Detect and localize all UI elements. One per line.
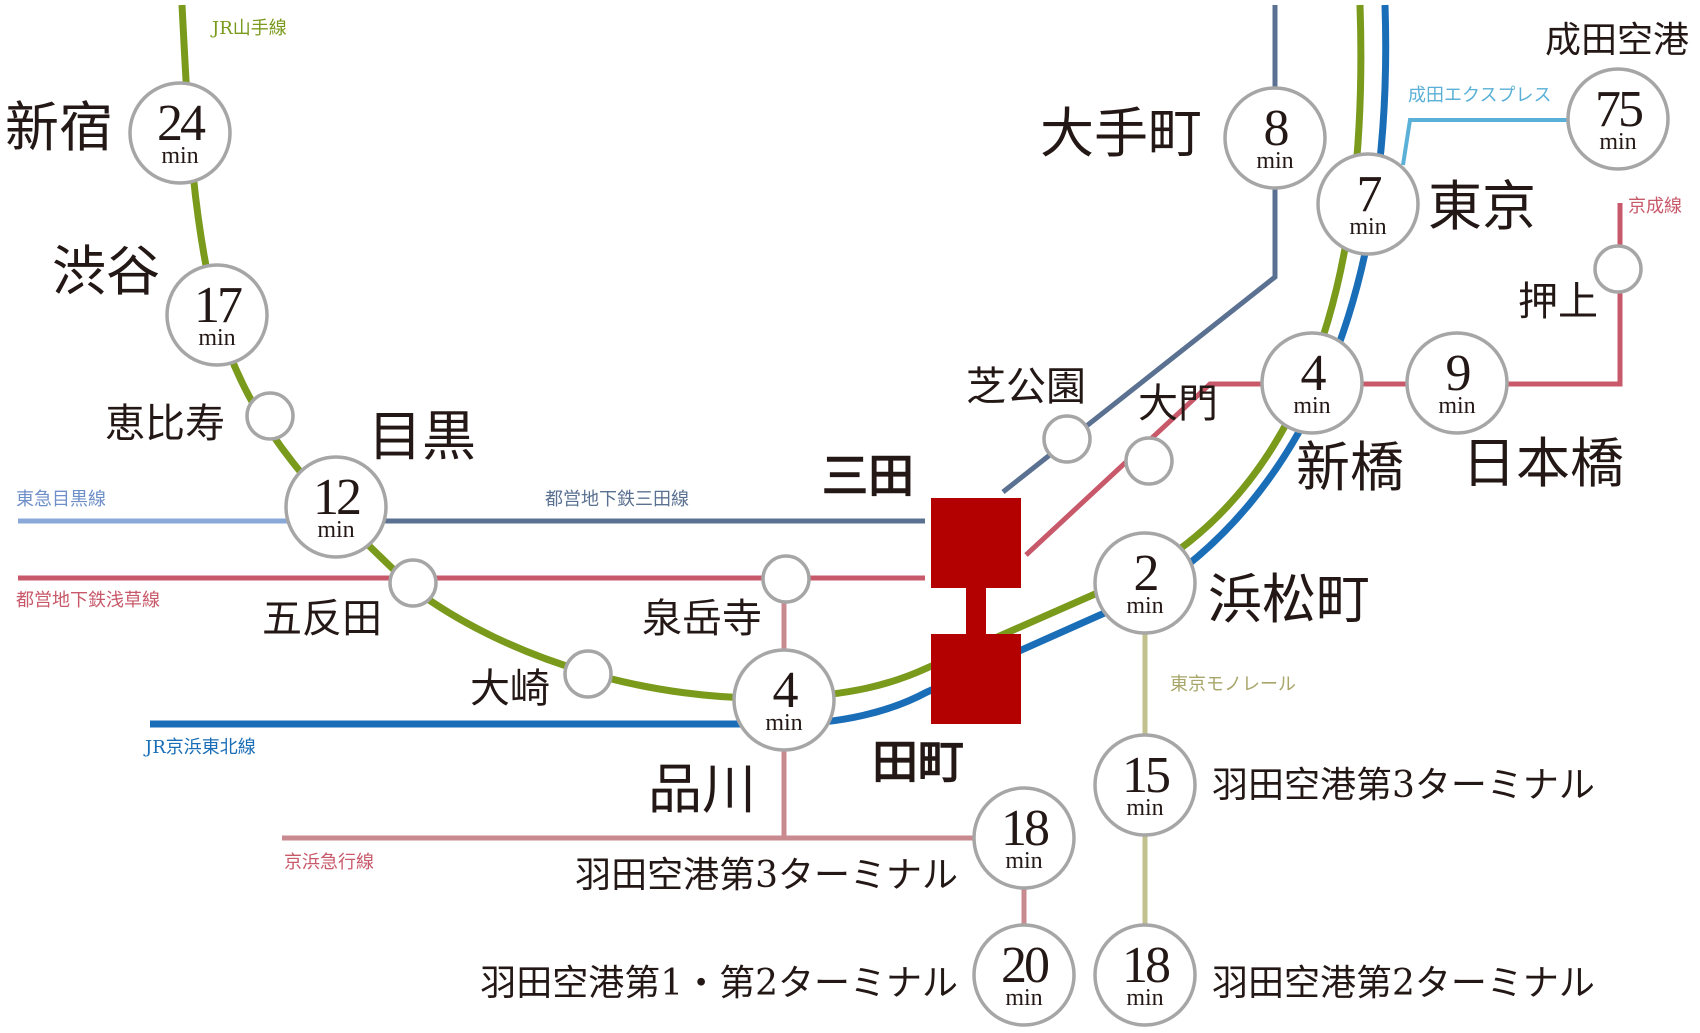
nihonbashi-node: 9 min (1405, 331, 1509, 435)
svg-text:min: min (1126, 593, 1163, 619)
narita-label: 成田空港 (1545, 20, 1689, 61)
svg-text:18: 18 (1122, 937, 1170, 994)
haneda-t3-monorail-label: 羽田空港第3ターミナル (1212, 765, 1595, 806)
shimbashi-label: 新橋 (1296, 436, 1404, 499)
meguro-label: 目黒 (368, 405, 476, 468)
svg-text:min: min (1293, 393, 1330, 419)
tokyu-meguro-line-label: 東急目黒線 (16, 489, 106, 510)
shibuya-label: 渋谷 (52, 240, 160, 303)
nihonbashi-label: 日本橋 (1462, 432, 1624, 495)
gotanda-node (388, 558, 438, 608)
osaki-node (563, 649, 613, 699)
mita-label: 三田 (822, 449, 914, 503)
gotanda-label: 五反田 (262, 596, 382, 642)
haneda-t3-monorail-node: 15 min (1093, 733, 1197, 837)
svg-text:2: 2 (1134, 545, 1158, 602)
keihin-tohoku-line-label: JR京浜東北線 (143, 737, 256, 758)
shimbashi-node: 4 min (1260, 331, 1364, 435)
otemachi-label: 大手町 (1040, 102, 1202, 165)
ebisu-node (245, 391, 295, 441)
svg-text:min: min (198, 325, 235, 351)
shinagawa-label: 品川 (648, 758, 756, 821)
svg-text:9: 9 (1446, 345, 1470, 402)
narita-node: 75 min (1566, 67, 1670, 171)
haneda-t2-monorail-label: 羽田空港第2ターミナル (1212, 963, 1595, 1004)
yamanote-line-label: JR山手線 (210, 18, 287, 39)
mita-line-label: 都営地下鉄三田線 (545, 489, 689, 510)
shibuya-node: 17 min (165, 263, 269, 367)
svg-text:min: min (317, 517, 354, 543)
svg-text:75: 75 (1595, 81, 1642, 138)
osaki-label: 大崎 (470, 666, 550, 712)
shibakoen-node (1042, 414, 1092, 464)
shibakoen-label: 芝公園 (966, 364, 1086, 410)
svg-text:min: min (1005, 985, 1042, 1011)
asakusa-line-label: 都営地下鉄浅草線 (16, 590, 160, 611)
otemachi-node: 8 min (1223, 86, 1327, 190)
narita-express-line (1401, 118, 1615, 166)
svg-text:min: min (1438, 393, 1475, 419)
tokyo-label: 東京 (1428, 175, 1536, 238)
meguro-node: 12 min (284, 455, 388, 559)
svg-text:15: 15 (1122, 747, 1169, 804)
svg-text:18: 18 (1001, 800, 1049, 857)
tamachi-label: 田町 (872, 735, 964, 789)
haneda-t12-keikyu-label: 羽田空港第1・第2ターミナル (480, 963, 958, 1004)
haneda-t3-keikyu-node: 18 min (972, 786, 1076, 890)
hamamatsucho-label: 浜松町 (1208, 568, 1370, 631)
haneda-t3-keikyu-label: 羽田空港第3ターミナル (575, 855, 958, 896)
keisei-line-label: 京成線 (1628, 196, 1682, 217)
svg-text:min: min (1126, 795, 1163, 821)
haneda-t2-monorail-node: 18 min (1093, 923, 1197, 1027)
tamachi-station-block (931, 634, 1021, 724)
svg-text:min: min (1349, 214, 1386, 240)
shinagawa-node: 4 min (732, 648, 836, 752)
daimon-node (1124, 436, 1174, 486)
sengakuji-node (761, 554, 811, 604)
svg-text:12: 12 (313, 469, 360, 526)
svg-text:min: min (765, 710, 802, 736)
keikyu-line-label: 京浜急行線 (284, 852, 374, 873)
narita-express-label: 成田エクスプレス (1408, 85, 1551, 106)
mita-station-block (931, 498, 1021, 588)
ebisu-label: 恵比寿 (105, 401, 225, 447)
svg-text:min: min (1599, 129, 1636, 155)
svg-text:min: min (161, 143, 198, 169)
sengakuji-label: 泉岳寺 (642, 596, 762, 642)
svg-text:min: min (1256, 148, 1293, 174)
shinjuku-node: 24 min (128, 81, 232, 185)
svg-text:24: 24 (157, 95, 206, 152)
oshiage-node (1593, 244, 1643, 294)
svg-text:20: 20 (1001, 937, 1049, 994)
svg-text:17: 17 (194, 277, 242, 334)
daimon-label: 大門 (1138, 381, 1218, 427)
oshiage-label: 押上 (1518, 279, 1598, 325)
shinjuku-label: 新宿 (5, 96, 113, 159)
hamamatsucho-node: 2 min (1093, 531, 1197, 635)
tokyo-node: 7 min (1316, 152, 1420, 256)
svg-text:min: min (1126, 985, 1163, 1011)
svg-text:min: min (1005, 848, 1042, 874)
monorail-line-label: 東京モノレール (1170, 674, 1296, 695)
haneda-t12-keikyu-node: 20 min (972, 923, 1076, 1027)
station-connector (966, 588, 986, 634)
